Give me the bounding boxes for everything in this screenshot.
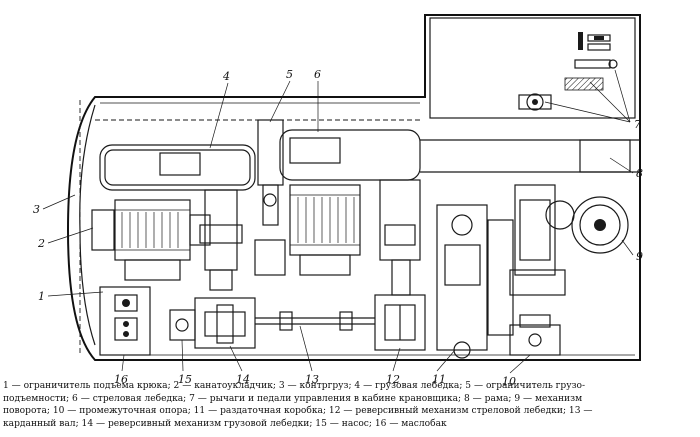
load-limiter [254, 119, 286, 276]
intermediate-support [509, 314, 561, 356]
boom-drum-rope-lines [297, 197, 355, 243]
callout-13: 13 [305, 373, 319, 386]
hoist-reversing-mechanism [194, 297, 256, 349]
callout-11: 11 [432, 373, 446, 386]
figure-caption: 1 — ограничитель подъема крюка; 2 — кана… [3, 380, 697, 430]
callout-6: 6 [314, 68, 321, 81]
leader-lines [42, 69, 634, 374]
operator-cab [429, 17, 636, 119]
boom-reversing-mechanism [374, 294, 426, 351]
frame-outline [66, 14, 641, 361]
caption-line-2: подъемности; 6 — стреловая лебедка; 7 — … [3, 393, 583, 404]
hoist-drum-rope-lines [121, 212, 179, 248]
callout-8: 8 [636, 167, 643, 180]
callout-5: 5 [286, 68, 293, 81]
caption-line-1: 1 — ограничитель подъема крюка; 2 — кана… [3, 381, 586, 391]
slewing-mechanism [509, 184, 629, 296]
callout-10: 10 [502, 375, 516, 388]
callout-9: 9 [636, 250, 643, 263]
callout-labels: 1 2 3 4 5 6 7 8 9 10 11 12 13 14 15 16 [33, 68, 643, 388]
callout-12: 12 [386, 373, 400, 386]
control-levers [574, 32, 618, 69]
hoist-winch [91, 144, 256, 291]
callout-4: 4 [222, 70, 230, 83]
callout-14: 14 [236, 373, 250, 386]
callout-1: 1 [38, 290, 45, 303]
callout-3: 3 [33, 203, 40, 216]
callout-7: 7 [634, 118, 641, 131]
boom-winch [279, 129, 421, 296]
oil-tank [99, 286, 151, 356]
cardan-shaft [255, 311, 375, 331]
transfer-case [436, 204, 514, 359]
pump [169, 309, 196, 341]
callout-16: 16 [114, 373, 128, 386]
caption-line-4: карданный вал; 14 — реверсивный механизм… [3, 418, 447, 429]
upper-beams [95, 119, 640, 173]
counterweight [79, 104, 96, 346]
caption-line-3: поворота; 10 — промежуточная опора; 11 —… [3, 406, 593, 417]
callout-15: 15 [178, 373, 192, 386]
callout-2: 2 [37, 237, 45, 250]
